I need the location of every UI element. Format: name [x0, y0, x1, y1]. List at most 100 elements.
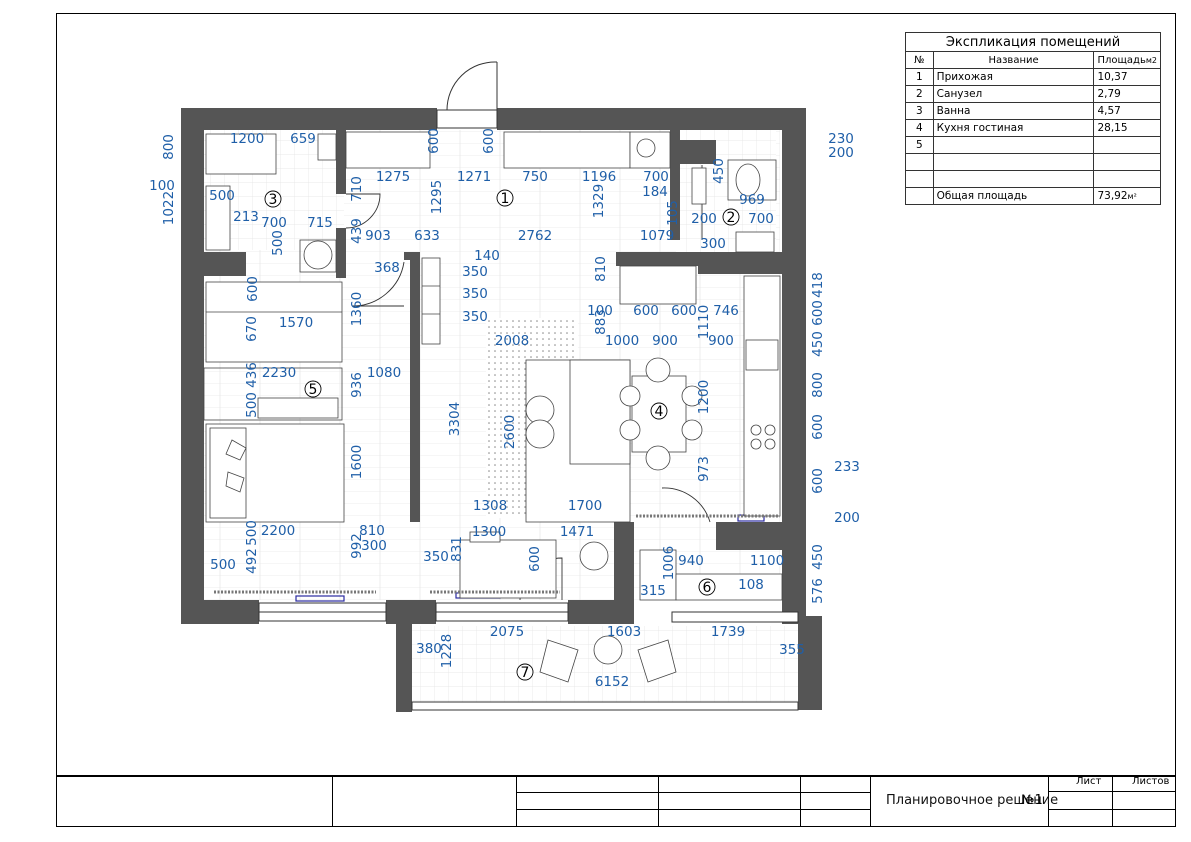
dimension-label: 1000 — [605, 333, 639, 349]
drawing-title: Планировочное решение — [886, 793, 1059, 808]
svg-text:7: 7 — [521, 665, 530, 681]
dimension-label: 350 — [462, 286, 488, 302]
dimension-label: 1200 — [696, 380, 712, 414]
dimension-label: 940 — [678, 553, 704, 569]
dimension-label: 184 — [642, 184, 668, 200]
dimension-label: 670 — [244, 316, 260, 342]
dimension-label: 750 — [522, 169, 548, 185]
dimension-label: 1079 — [640, 228, 674, 244]
dimension-label: 380 — [416, 641, 442, 657]
dimension-label: 2230 — [262, 365, 296, 381]
dimension-label: 1110 — [696, 305, 712, 339]
furniture — [203, 131, 783, 683]
dimension-label: 1295 — [429, 180, 445, 214]
room-number: 3 — [264, 190, 282, 208]
title-block: Планировочное решение №1 Лист Листов — [56, 775, 1176, 827]
dimension-label: 1080 — [367, 365, 401, 381]
room-number: 7 — [516, 663, 534, 681]
svg-text:2: 2 — [727, 210, 736, 226]
svg-text:4: 4 — [655, 404, 664, 420]
dimension-label: 350 — [423, 549, 449, 565]
dimension-label: 140 — [474, 248, 500, 264]
dimension-label: 1006 — [661, 546, 677, 580]
col-no: № — [905, 51, 934, 69]
entrance-door — [436, 61, 498, 129]
dimension-label: 2200 — [261, 523, 295, 539]
dimension-label: 576 — [810, 578, 826, 604]
explication-cell-area: 2,79 — [1093, 85, 1161, 103]
explication-header: № Название Площадьм2 — [905, 51, 1161, 69]
sheet-label: Лист — [1076, 776, 1102, 787]
dimension-label: 969 — [739, 192, 765, 208]
explication-cell-name: Кухня гостиная — [932, 119, 1095, 137]
dimension-label: 700 — [748, 211, 774, 227]
dimension-label: 800 — [161, 134, 177, 160]
room-number: 6 — [698, 578, 716, 596]
dimension-label: 810 — [593, 256, 609, 282]
explication-row: 5 — [905, 136, 1161, 154]
explication-cell-no: 4 — [905, 119, 934, 137]
dimension-label: 600 — [810, 468, 826, 494]
dimension-label: 1603 — [607, 624, 641, 640]
explication-row — [905, 153, 1161, 171]
dimension-label: 450 — [810, 331, 826, 357]
dimension-label: 200 — [828, 145, 854, 161]
dimension-label: 700 — [261, 215, 287, 231]
dimension-label: 1739 — [711, 624, 745, 640]
dimension-label: 500 — [209, 188, 235, 204]
explication-cell-name — [932, 170, 1095, 188]
col-area: Площадьм2 — [1093, 51, 1161, 69]
explication-row — [905, 170, 1161, 188]
dimension-label: 200 — [834, 510, 860, 526]
dimension-label: 600 — [633, 303, 659, 319]
dimension-label: 633 — [414, 228, 440, 244]
dimension-label: 368 — [374, 260, 400, 276]
dimension-label: 300 — [700, 236, 726, 252]
walls — [181, 108, 822, 712]
explication-total: Общая площадь 73,92м² — [905, 187, 1161, 205]
dimension-label: 1308 — [473, 498, 507, 514]
explication-cell-area — [1093, 170, 1161, 188]
dimension-label: 315 — [640, 583, 666, 599]
dimension-label: 300 — [361, 538, 387, 554]
svg-text:5: 5 — [309, 382, 318, 398]
dimension-label: 2008 — [495, 333, 529, 349]
explication-cell-no — [905, 153, 934, 171]
explication-cell-area: 10,37 — [1093, 68, 1161, 86]
dimension-label: 350 — [462, 309, 488, 325]
dimension-label: 900 — [708, 333, 734, 349]
explication-cell-name: Ванна — [932, 102, 1095, 120]
dimension-label: 800 — [810, 372, 826, 398]
total-area: 73,92м² — [1093, 187, 1161, 205]
dimension-label: 1600 — [349, 445, 365, 479]
explication-cell-name — [932, 136, 1095, 154]
dimension-label: 1271 — [457, 169, 491, 185]
explication-cell-no: 5 — [905, 136, 934, 154]
dimension-label: 1275 — [376, 169, 410, 185]
dimension-label: 700 — [643, 169, 669, 185]
dimension-label: 900 — [652, 333, 678, 349]
dimension-label: 100 — [587, 303, 613, 319]
dimension-label: 903 — [365, 228, 391, 244]
svg-text:3: 3 — [269, 192, 278, 208]
explication-cell-no — [905, 170, 934, 188]
dimension-label: 600 — [245, 276, 261, 302]
dimension-label: 500 — [270, 230, 286, 256]
dimension-label: 1022 — [161, 191, 177, 225]
dimension-label: 500 — [210, 557, 236, 573]
dimension-label: 600 — [671, 303, 697, 319]
dimension-label: 418 — [810, 272, 826, 298]
explication-cell-name — [932, 153, 1095, 171]
room-number: 4 — [650, 402, 668, 420]
sheets-label: Листов — [1132, 776, 1170, 787]
dimension-label: 600 — [481, 128, 497, 154]
dimension-label: 883 — [593, 309, 609, 335]
explication-cell-area — [1093, 153, 1161, 171]
explication-cell-name: Санузел — [932, 85, 1095, 103]
col-name: Название — [932, 51, 1095, 69]
svg-text:1: 1 — [501, 191, 510, 207]
sheet-frame — [56, 13, 1176, 827]
dimension-label: 105 — [665, 200, 681, 226]
